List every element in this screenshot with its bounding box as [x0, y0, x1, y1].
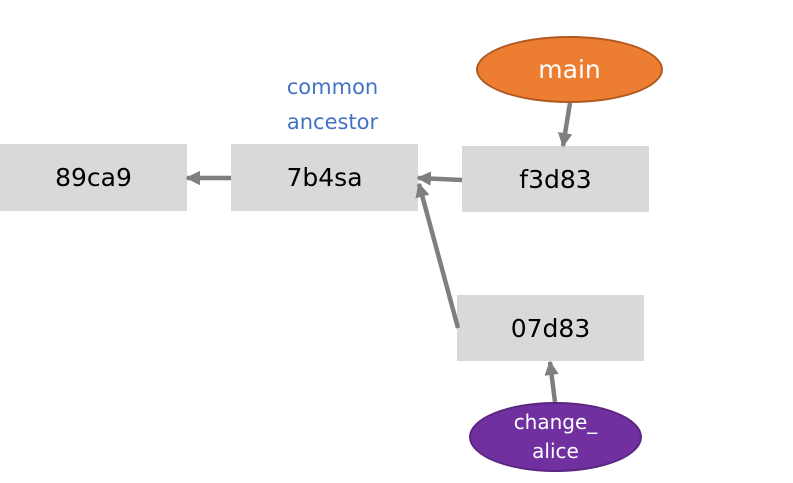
commit-label: 07d83 [510, 313, 591, 343]
branch-change-alice: change_ alice [469, 402, 642, 472]
branch-label-line-2: alice [532, 439, 579, 463]
commit-label: 7b4sa [286, 163, 363, 192]
commit-label: f3d83 [519, 164, 592, 194]
arrow-main-to-f3d83 [557, 102, 573, 148]
note-line-2: ancestor [286, 110, 379, 134]
commit-89ca9: 89ca9 [0, 144, 187, 211]
arrow-07d83-to-7b4sa [415, 182, 461, 329]
arrow-f3d83-to-7b4sa [416, 171, 463, 186]
arrow-change-alice-to-07d83 [544, 360, 559, 403]
branch-label: main [538, 55, 601, 84]
branch-main: main [476, 36, 663, 103]
note-line-1: common [286, 75, 379, 99]
commit-7b4sa: 7b4sa [231, 144, 418, 211]
commit-label: 89ca9 [55, 163, 132, 192]
common-ancestor-note: common ancestor [260, 70, 405, 140]
branch-label-line-1: change_ [513, 410, 598, 434]
commit-f3d83: f3d83 [462, 146, 649, 212]
commit-07d83: 07d83 [457, 295, 644, 361]
